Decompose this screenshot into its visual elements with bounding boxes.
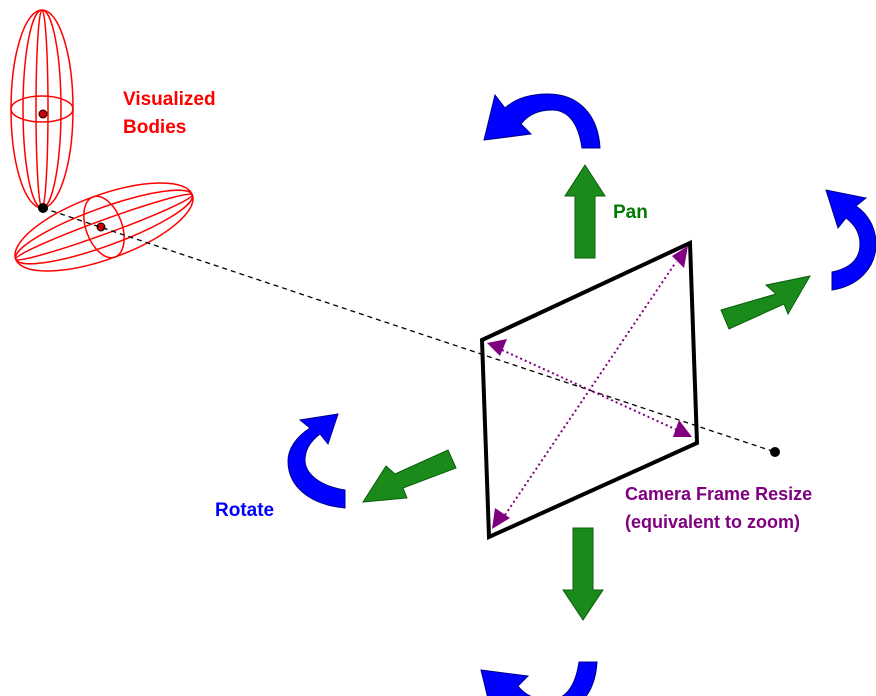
camera-frame-resize-label-line2: (equivalent to zoom): [625, 512, 800, 532]
visualized-bodies-label: Visualized Bodies: [123, 86, 216, 142]
pan-label: Pan: [613, 202, 648, 223]
camera-frame-resize-label-line1: Camera Frame Resize: [625, 484, 813, 504]
rotate-arrow-top: [483, 93, 601, 149]
resize-arrowhead-upper-right: [672, 246, 688, 268]
pan-arrow-up: [564, 164, 606, 259]
rotate-arrow-right: [825, 189, 876, 291]
resize-arrowhead-lower-right: [673, 420, 692, 437]
rotate-arrow-bottom: [480, 661, 598, 696]
camera-frame: [479, 239, 700, 541]
camera-frame-resize-label: Camera Frame Resize (equivalent to zoom): [625, 480, 812, 536]
pan-arrow-right: [720, 275, 811, 330]
rotate-label: Rotate: [215, 500, 275, 521]
visualized-bodies-label-line1: Visualized: [123, 89, 216, 110]
visualized-body-tilted: [14, 182, 194, 272]
pan-arrow-down: [562, 527, 604, 621]
resize-arrowhead-lower-left: [492, 508, 510, 529]
line-end-point: [770, 447, 780, 457]
pan-arrow-left: [362, 449, 457, 503]
line-of-sight: [42, 207, 776, 453]
rotate-arrow-left: [287, 413, 346, 509]
body-center-point: [96, 222, 106, 232]
resize-arrowhead-upper-left: [487, 339, 507, 356]
visualized-body-vertical: [10, 9, 74, 209]
resize-diagonal-2: [504, 261, 677, 516]
resize-arrows: [501, 261, 678, 516]
visualized-bodies-label-line2: Bodies: [123, 117, 187, 138]
